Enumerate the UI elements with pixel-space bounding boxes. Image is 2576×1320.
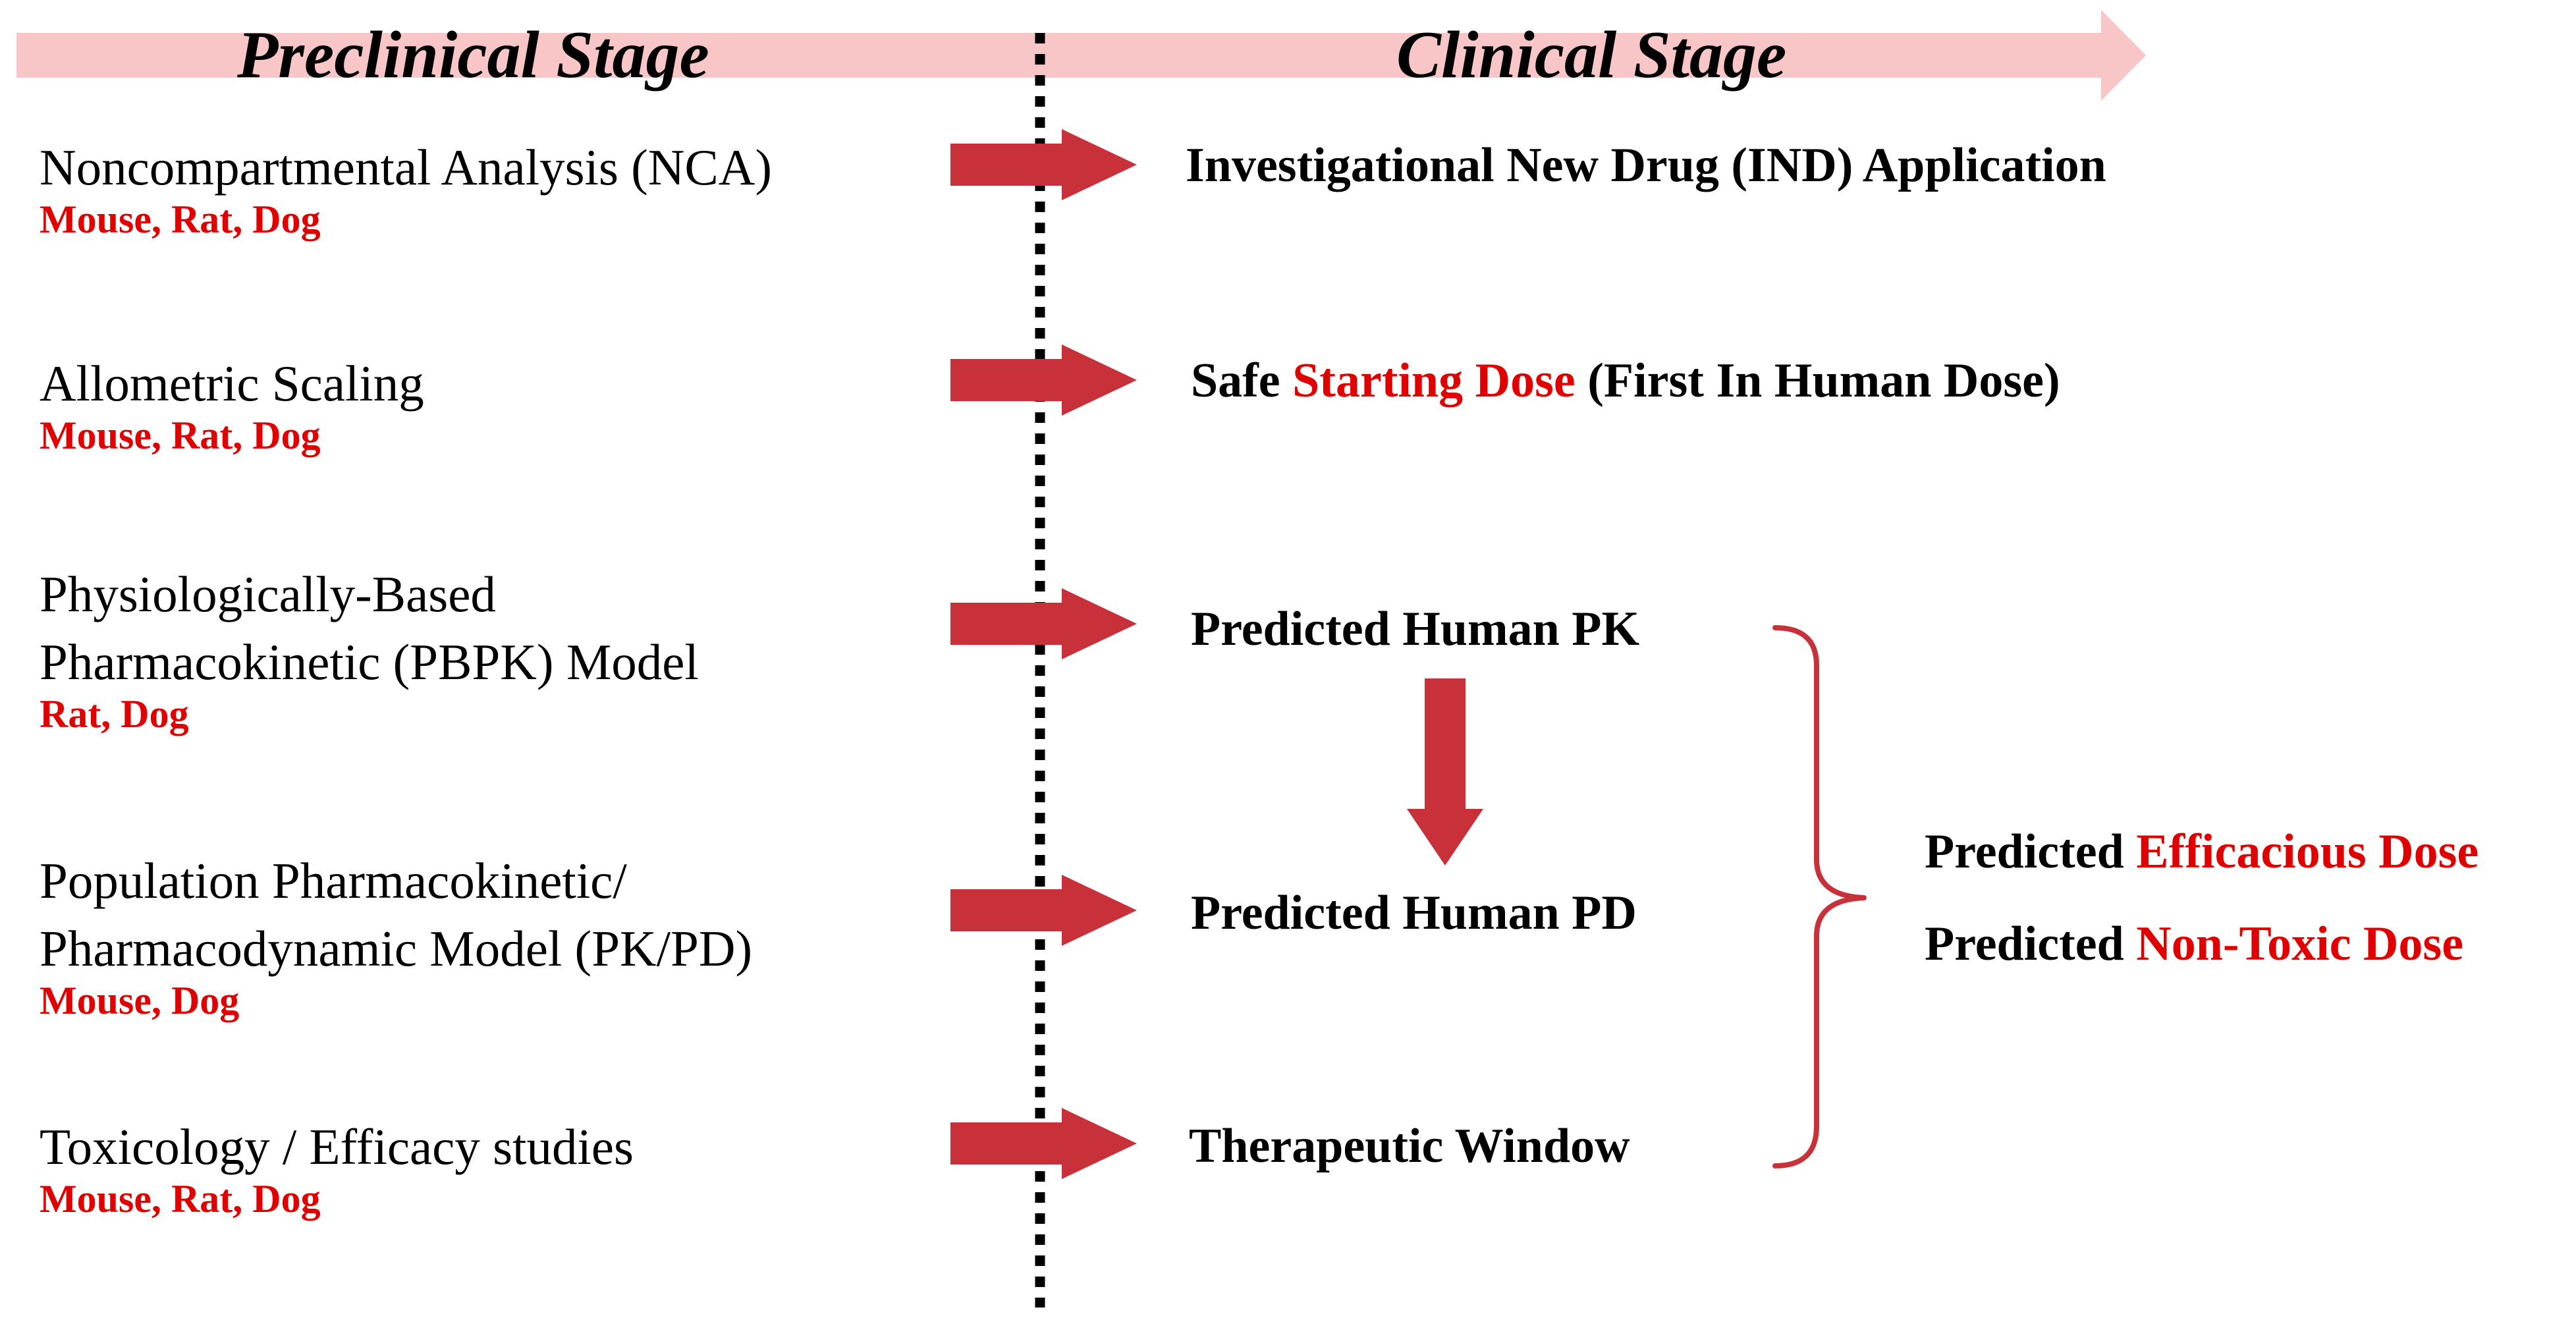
prediction-prefix: Predicted bbox=[1925, 917, 2137, 971]
outcome-predicted-human-pd: Predicted Human PD bbox=[1191, 886, 1637, 940]
outcome-predicted-human-pk: Predicted Human PK bbox=[1191, 602, 1640, 656]
prediction-efficacious-dose: Predicted Efficacious Dose bbox=[1925, 827, 2479, 876]
arrow-tox-to-therapeutic-window bbox=[950, 1108, 1137, 1179]
method-species: Mouse, Dog bbox=[40, 979, 240, 1022]
arrow-nca-to-ind bbox=[950, 129, 1137, 200]
prediction-highlight: Non-Toxic Dose bbox=[2136, 917, 2464, 971]
safe-dose-prefix: Safe bbox=[1191, 354, 1293, 408]
clinical-stage-title: Clinical Stage bbox=[1396, 18, 1787, 92]
outcome-therapeutic-window: Therapeutic Window bbox=[1189, 1119, 1630, 1173]
method-name-line: Population Pharmacokinetic/ bbox=[40, 852, 627, 909]
arrow-human-pk-to-human-pd bbox=[1407, 678, 1483, 866]
arrow-allometric-to-safe-dose bbox=[950, 344, 1137, 416]
method-allometric-scaling: Allometric Scaling Mouse, Rat, Dog bbox=[40, 350, 424, 457]
preclinical-stage-title: Preclinical Stage bbox=[237, 18, 709, 92]
method-name-line: Toxicology / Efficacy studies bbox=[40, 1118, 634, 1175]
method-nca: Noncompartmental Analysis (NCA) Mouse, R… bbox=[40, 134, 772, 241]
arrow-pkpd-to-human-pd bbox=[950, 875, 1137, 946]
method-pbpk-model: Physiologically-Based Pharmacokinetic (P… bbox=[40, 561, 699, 736]
method-name-line: Physiologically-Based bbox=[40, 566, 496, 622]
method-species: Mouse, Rat, Dog bbox=[40, 414, 321, 457]
method-species: Mouse, Rat, Dog bbox=[40, 198, 321, 241]
outcome-ind-application: Investigational New Drug (IND) Applicati… bbox=[1186, 138, 2106, 192]
method-name-line: Noncompartmental Analysis (NCA) bbox=[40, 139, 773, 196]
safe-dose-suffix: (First In Human Dose) bbox=[1575, 354, 2060, 408]
method-species: Mouse, Rat, Dog bbox=[40, 1177, 321, 1221]
curly-brace bbox=[1772, 625, 1867, 1169]
prediction-highlight: Efficacious Dose bbox=[2136, 825, 2479, 879]
method-toxicology-efficacy: Toxicology / Efficacy studies Mouse, Rat… bbox=[40, 1113, 634, 1221]
safe-dose-highlight: Starting Dose bbox=[1292, 354, 1576, 408]
method-species: Rat, Dog bbox=[40, 692, 189, 736]
stage-banner-arrow bbox=[16, 10, 2146, 101]
outcome-safe-starting-dose: Safe Starting Dose (First In Human Dose) bbox=[1191, 356, 2060, 405]
method-name-line: Pharmacokinetic (PBPK) Model bbox=[40, 634, 699, 690]
method-name-line: Pharmacodynamic Model (PK/PD) bbox=[40, 920, 753, 977]
prediction-non-toxic-dose: Predicted Non-Toxic Dose bbox=[1925, 920, 2463, 968]
method-name-line: Allometric Scaling bbox=[40, 355, 424, 412]
method-pkpd-model: Population Pharmacokinetic/ Pharmacodyna… bbox=[40, 847, 752, 1022]
prediction-prefix: Predicted bbox=[1925, 825, 2137, 879]
arrow-pbpk-to-human-pk bbox=[950, 588, 1137, 659]
